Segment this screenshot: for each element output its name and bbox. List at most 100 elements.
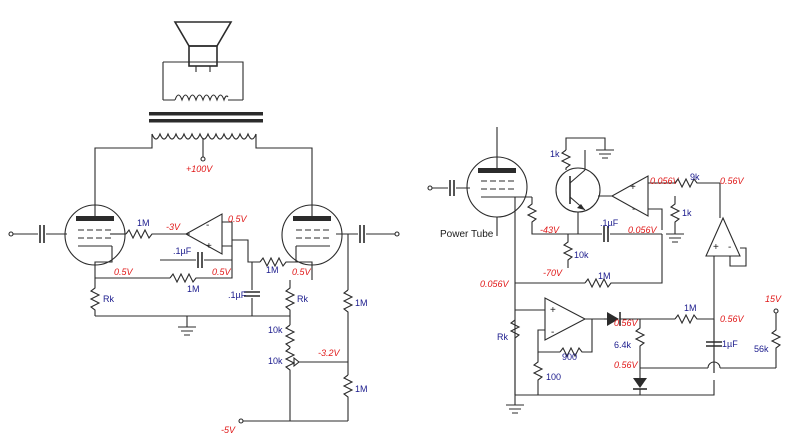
right-grid-resistor-icon xyxy=(259,256,296,268)
feedback-voltage: 0.5V xyxy=(212,267,232,277)
output-transformer-icon xyxy=(94,94,313,205)
bypass-cap-icon xyxy=(244,291,260,297)
feedback-cap-label: .1µF xyxy=(173,246,192,256)
power-tube-label: Power Tube xyxy=(440,229,494,240)
left-opamp-icon: - + xyxy=(184,213,233,279)
power-tube-icon xyxy=(465,127,528,218)
r56k-label: 56k xyxy=(754,344,769,354)
right-cap-label: .1µF xyxy=(600,218,619,228)
r64k-label: 6.4k xyxy=(614,340,632,350)
right-cathode-voltage: 0.056V xyxy=(480,279,510,289)
supply-voltage: -5V xyxy=(221,425,236,435)
svg-text:-: - xyxy=(551,327,554,338)
divider-r1-icon xyxy=(342,289,354,375)
transformer-tap-voltage: +100V xyxy=(186,164,213,174)
transistor-ground-icon xyxy=(596,149,614,159)
r1m-label: 1M xyxy=(684,303,697,313)
r1m-icon xyxy=(674,313,714,325)
right-input-cap-icon xyxy=(449,180,455,196)
right-grid-voltage: -43V xyxy=(540,225,560,235)
rk-right-icon xyxy=(284,280,296,325)
r1k-side-icon xyxy=(669,196,681,234)
r56k-icon xyxy=(770,313,782,368)
transistor-icon xyxy=(555,167,601,234)
r900-label: 900 xyxy=(562,352,577,362)
svg-text:-: - xyxy=(206,220,209,231)
r100-label: 100 xyxy=(546,372,561,382)
right-grid-resistor-label: 1M xyxy=(266,265,279,275)
r10k-b-label: 10k xyxy=(268,356,283,366)
right-circuit: Power Tube -43V 1k + - 0.056V xyxy=(427,127,782,414)
feedback-resistor-label: 1M xyxy=(187,284,200,294)
cap-1uf-label: 1µF xyxy=(722,339,738,349)
grid-resistor-icon xyxy=(125,228,190,240)
divider-r2-label: 1M xyxy=(355,384,368,394)
speaker-icon xyxy=(173,21,233,72)
bias-voltage: -3.2V xyxy=(318,348,341,358)
divider-r2-icon xyxy=(342,374,354,421)
supply-15v-terminal xyxy=(773,308,779,314)
r1k-side-label: 1k xyxy=(682,208,692,218)
right-tube-icon xyxy=(281,204,343,280)
diode-voltage-1: 0.56V xyxy=(614,318,639,328)
diode-voltage-2: 0.56V xyxy=(614,360,639,370)
feedback-cap-icon xyxy=(197,252,203,268)
opamp-out-voltage: 0.5V xyxy=(228,214,248,224)
right-opamp-icon: + - xyxy=(598,175,675,230)
svg-text:+: + xyxy=(713,242,719,253)
r10k-a-icon xyxy=(284,324,296,348)
speaker-frame xyxy=(162,61,244,100)
r9k-label: 9k xyxy=(690,172,700,182)
grid-voltage: -3V xyxy=(166,222,181,232)
r1k-top-label: 1k xyxy=(550,149,560,159)
left-input-terminal xyxy=(8,231,14,237)
grid-resistor-right-icon xyxy=(526,197,568,235)
r10k-label: 10k xyxy=(574,250,589,260)
r900-icon xyxy=(559,319,593,358)
node-voltage: 0.56V xyxy=(720,314,745,324)
left-ground-icon xyxy=(178,316,196,336)
right-rk-label: Rk xyxy=(497,332,508,342)
diode-2-icon xyxy=(633,378,647,390)
svg-text:+: + xyxy=(550,305,556,316)
r9k-icon xyxy=(674,177,720,189)
cap-voltage: 0.056V xyxy=(628,225,658,235)
right-rk-icon xyxy=(509,319,521,395)
right-supply-voltage: 15V xyxy=(765,294,782,304)
svg-text:-: - xyxy=(728,242,731,253)
right-output-cap-icon xyxy=(359,225,365,243)
rk-left-label: Rk xyxy=(103,294,114,304)
out-voltage-1: 0.056V xyxy=(650,176,680,186)
base-voltage: -70V xyxy=(543,268,563,278)
svg-text:+: + xyxy=(630,182,636,193)
out-voltage-2: 0.56V xyxy=(720,176,745,186)
left-tube-icon xyxy=(62,204,126,270)
grid-resistor-label: 1M xyxy=(137,218,150,228)
r64k-icon xyxy=(634,319,646,368)
left-circuit: +100V 1M -3V - xyxy=(8,21,400,435)
feedback-resistor-icon xyxy=(169,272,225,284)
r10k-b-icon xyxy=(284,347,296,421)
svg-text:+: + xyxy=(206,241,212,252)
cathode-voltage-right: 0.5V xyxy=(292,267,312,277)
rk-left-icon xyxy=(89,280,101,316)
cathode-voltage-left: 0.5V xyxy=(114,267,134,277)
divider-r1-label: 1M xyxy=(355,298,368,308)
lower-opamp-icon: + - xyxy=(537,297,604,353)
right-input-terminal xyxy=(427,185,433,191)
right-ground-icon xyxy=(506,395,524,414)
rk-right-label: Rk xyxy=(297,294,308,304)
right-cap-icon xyxy=(603,226,609,242)
r1m-feedback-icon xyxy=(584,234,663,289)
r100-icon xyxy=(532,352,544,395)
side-ground-icon xyxy=(666,233,684,243)
right-output-terminal xyxy=(394,231,400,237)
left-input-cap-icon xyxy=(39,225,45,243)
svg-text:-: - xyxy=(632,204,635,215)
r10k-icon xyxy=(562,234,574,268)
r1k-top-icon xyxy=(560,149,572,170)
r10k-a-label: 10k xyxy=(268,325,283,335)
bypass-cap-label: .1µF xyxy=(228,290,247,300)
supply-terminal xyxy=(238,418,244,424)
